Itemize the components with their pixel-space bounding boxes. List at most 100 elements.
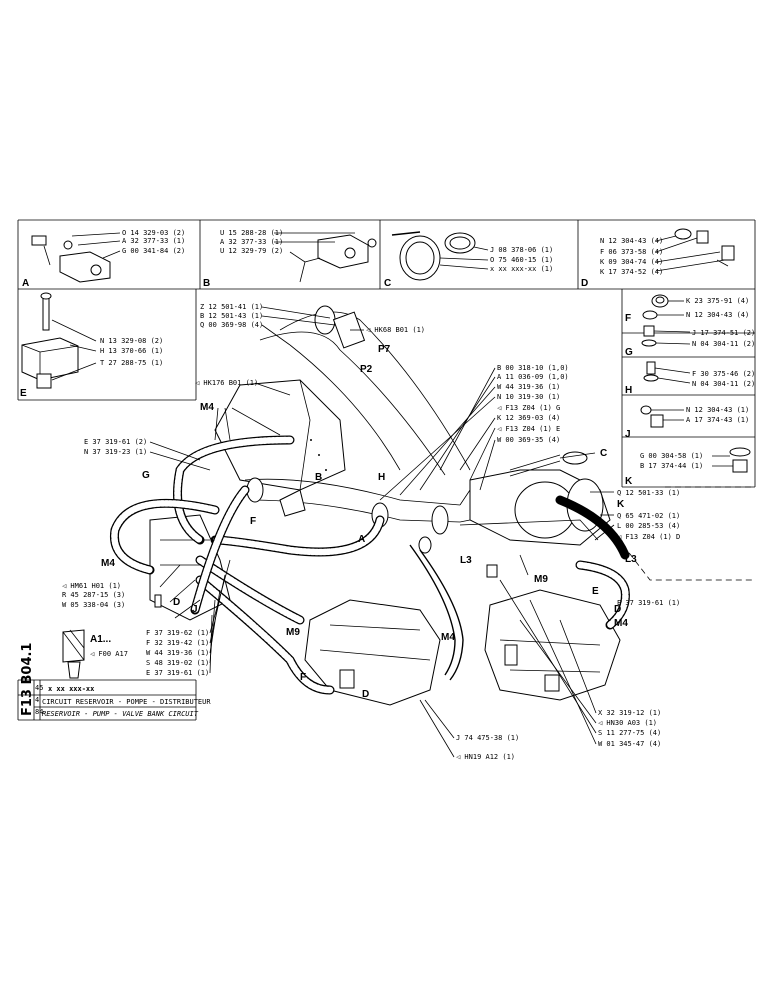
callout-d: D (362, 689, 369, 700)
callout-h: H (378, 472, 385, 483)
part-label: A1... (90, 634, 111, 645)
box-a-part: O 14 329-03 (2) (122, 229, 185, 237)
part-label: ◁ HN19 A12 (1) (455, 753, 515, 761)
box-j-letter: J (625, 429, 631, 440)
box-j-part: N 12 304-43 (1) (686, 406, 749, 414)
box-d-part: N 12 304-43 (4) (600, 237, 663, 245)
box-j-part: A 17 374-43 (1) (686, 416, 749, 424)
part-label: Q 12 501-33 (1) (617, 489, 680, 497)
sheet-ref-code: x xx xxx-xx (48, 685, 95, 693)
detail-box-j: J N 12 304-43 (1) A 17 374-43 (1) (625, 405, 749, 440)
callout-f: F (300, 672, 306, 683)
detail-box-c: C J 08 378-06 (1) O 75 460-15 (1) x xx x… (384, 231, 553, 289)
detail-box-k: K G 00 304-58 (1) B 17 374-44 (1) (625, 447, 751, 487)
part-label: F 37 319-62 (1) (146, 629, 209, 637)
part-label: W 44 319-36 (1) (146, 649, 209, 657)
part-label: ◁ F00 A17 (89, 650, 128, 658)
box-h-part: N 04 304-11 (2) (692, 380, 755, 388)
part-label: S 48 319-02 (1) (146, 659, 209, 667)
sheet-title-en: RESERVOIR - PUMP - VALVE BANK CIRCUIT (42, 710, 199, 718)
box-b-part: U 12 329-79 (2) (220, 247, 283, 255)
part-label: ◁ HK68 B01 (1) (365, 326, 425, 334)
part-label: R 45 287-15 (3) (62, 591, 125, 599)
part-label: B 00 318-10 (1,0) (497, 364, 569, 372)
part-label: L 00 285-53 (4) (617, 522, 680, 530)
detail-box-g: G J 17 374-51 (2) N 04 304-11 (2) (625, 325, 755, 358)
box-b-letter: B (203, 278, 210, 289)
box-c-letter: C (384, 278, 391, 289)
sheet-tiny-code: 84 (35, 708, 43, 716)
box-c-part: O 75 460-15 (1) (490, 256, 553, 264)
part-label: B 12 501-43 (1) (200, 312, 263, 320)
part-label: S 11 277-75 (4) (598, 729, 661, 737)
part-label: A 11 036-09 (1,0) (497, 373, 569, 381)
box-d-letter: D (581, 278, 588, 289)
box-a-part: G 00 341-84 (2) (122, 247, 185, 255)
detail-box-d: D N 12 304-43 (4) F 06 373-58 (4) K 09 3… (581, 228, 735, 289)
callout-m4: M4 (614, 618, 628, 629)
box-c-part: x xx xxx-xx (1) (490, 265, 553, 273)
box-b-part: U 15 288-28 (1) (220, 229, 283, 237)
box-e-part: T 27 288-75 (1) (100, 359, 163, 367)
part-label: ◁ HK176 B01 (1) (194, 379, 258, 387)
part-label: ◁ F13 Z04 (1) D (616, 533, 680, 541)
callout-m4: M4 (200, 402, 214, 413)
callout-f: F (250, 516, 256, 527)
box-a-letter: A (22, 278, 29, 289)
part-label: ◁ HM61 H01 (1) (61, 582, 121, 590)
box-f-part: N 12 304-43 (4) (686, 311, 749, 319)
sheet-title-fr: CIRCUIT RESERVOIR - POMPE - DISTRIBUTEUR (42, 698, 211, 706)
box-k-part: G 00 304-58 (1) (640, 452, 703, 460)
detail-box-h: H F 30 375-46 (2) N 04 304-11 (2) (625, 361, 755, 396)
detail-box-b: B U 15 288-28 (1) A 32 377-33 (1) U 12 3… (203, 229, 377, 289)
callout-p7: P7 (378, 344, 391, 355)
main-assembly (62, 305, 621, 706)
box-g-part: J 17 374-51 (2) (692, 329, 755, 337)
box-a-part: A 32 377-33 (1) (122, 237, 185, 245)
callout-d: D (614, 604, 621, 615)
detail-box-f: F K 23 375-91 (4) N 12 304-43 (4) (625, 294, 749, 324)
part-label: N 10 319-30 (1) (497, 393, 560, 401)
callout-g: G (142, 470, 150, 481)
hydraulic-hoses (109, 435, 630, 695)
title-block: x xx xxx-xx CIRCUIT RESERVOIR - POMPE - … (17, 643, 211, 721)
part-label: W 00 369-35 (4) (497, 436, 560, 444)
box-e-part: N 13 329-08 (2) (100, 337, 163, 345)
callout-a: A (358, 534, 365, 545)
sheet-tiny-code: 4 (35, 696, 39, 704)
box-f-letter: F (625, 313, 631, 324)
callout-p2: P2 (360, 364, 373, 375)
part-label: F 32 319-42 (1) (146, 639, 209, 647)
part-label: W 01 345-47 (4) (598, 740, 661, 748)
box-d-part: K 09 304-74 (4) (600, 258, 663, 266)
leader-lines (149, 306, 615, 758)
part-label: E 37 319-61 (1) (146, 669, 209, 677)
detail-box-e: E N 13 329-08 (2) H 13 370-66 (1) T 27 2… (20, 292, 163, 399)
box-h-part: F 30 375-46 (2) (692, 370, 755, 378)
callout-c: C (600, 448, 607, 459)
box-g-letter: G (625, 347, 633, 358)
box-e-letter: E (20, 388, 27, 399)
sheet-tiny-code: 45 (35, 684, 43, 692)
callout-m9: M9 (286, 627, 300, 638)
callout-d: D (173, 597, 180, 608)
part-labels: Z 12 501-41 (1) B 12 501-43 (1) Q 00 369… (61, 303, 680, 761)
box-k-letter: K (625, 476, 633, 487)
part-label: ◁ F13 Z04 (1) E (496, 425, 560, 433)
part-label: E 37 319-61 (1) (617, 599, 680, 607)
callout-b: B (315, 472, 322, 483)
part-label: W 05 338-04 (3) (62, 601, 125, 609)
box-d-part: K 17 374-52 (4) (600, 268, 663, 276)
callout-e: E (592, 586, 599, 597)
part-label: W 44 319-36 (1) (497, 383, 560, 391)
part-label: E 37 319-61 (2) (84, 438, 147, 446)
part-label: N 37 319-23 (1) (84, 448, 147, 456)
part-label: ◁ F13 Z04 (1) G (496, 404, 560, 412)
part-label: K (617, 499, 625, 510)
detail-box-a: A O 14 329-03 (2) A 32 377-33 (1) G 00 3… (22, 229, 185, 289)
box-k-part: B 17 374-44 (1) (640, 462, 703, 470)
part-label: Q 00 369-98 (4) (200, 321, 263, 329)
callout-m4: M4 (441, 632, 455, 643)
callout-j: J (192, 604, 198, 615)
